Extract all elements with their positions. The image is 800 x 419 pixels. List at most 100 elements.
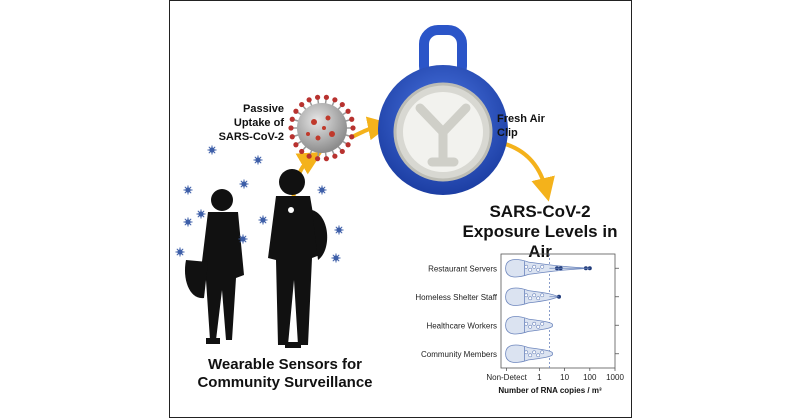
virus-particle-icon [258,215,268,225]
non-detect-point [536,353,541,358]
label-exposure-line-1: SARS-CoV-2 [489,202,591,221]
fresh-air-clip-icon [378,25,508,195]
category-label: Restaurant Servers [428,264,497,273]
virus-particle-icon [317,185,327,195]
sensor-dot [288,207,294,213]
virus-spike-tip [332,153,338,159]
people-silhouette-icon [184,169,328,348]
non-detect-point [532,264,537,269]
non-detect-point [524,264,529,269]
non-detect-point [540,321,545,326]
virus-spike-tip [299,148,305,155]
virus-particle-icon [183,185,193,195]
virus-spike-tip [339,148,345,155]
label-fresh-air-clip: Fresh Air Clip [497,112,577,140]
label-passive-uptake: Passive Uptake of SARS-CoV-2 [204,102,284,144]
x-tick-label: 1 [537,373,542,382]
non-detect-point [540,293,545,298]
non-detect-point [532,350,537,355]
virus-spike-tip [293,108,299,114]
virus-particle-icon [334,225,344,235]
virus-particle-core [241,181,247,187]
virus-spike-tip [349,134,355,140]
non-detect-point [536,324,541,329]
virus-particle-core [336,227,342,233]
label-wearable-line-2: Community Surveillance [197,374,373,391]
x-tick-label: 100 [583,373,597,382]
non-detect-point [540,350,545,355]
non-detect-point [528,353,533,358]
non-detect-point [528,324,533,329]
non-detect-point [528,267,533,272]
category-label: Community Members [421,350,497,359]
virus-particle-core [209,147,215,153]
virus-spike-tip [314,94,321,100]
chart-plot-area [500,253,616,369]
detected-point [556,294,561,299]
virus-particle-icon [238,234,248,244]
virus-spike-tip [339,101,345,108]
virus-spike-tip [349,116,355,122]
figure-frame [169,0,632,418]
non-detect-point [524,293,529,298]
non-detect-point [536,296,541,301]
virus-particle-core [260,217,266,223]
virus-particle-icon [331,253,341,263]
label-passive-line-2: Uptake of [233,117,284,129]
non-detect-point [532,321,537,326]
arrow-clip-to-exposure [497,140,555,202]
label-fresh-line-2: Clip [497,127,518,139]
label-exposure-line-2: Exposure Levels in Air [462,222,618,261]
virus-spike-tip [323,156,330,162]
virus-particle-core [185,187,191,193]
non-detect-point [524,321,529,326]
non-detect-point [528,296,533,301]
virus-spike-tip [332,97,338,103]
label-wearable-line-1: Wearable Sensors for [208,356,362,373]
label-passive-line-3: SARS-CoV-2 [218,131,284,143]
coronavirus-icon [288,94,356,162]
label-wearable-sensors: Wearable Sensors for Community Surveilla… [170,356,400,392]
virus-spike-tip [345,142,351,148]
label-fresh-line-1: Fresh Air [497,113,545,125]
virus-particle-icon [175,247,185,257]
virus-particle-core [333,255,339,261]
virus-spike-tip [314,156,321,162]
non-detect-point [536,267,541,272]
label-exposure-title: SARS-CoV-2 Exposure Levels in Air [455,202,625,262]
virus-particle-icon [239,179,249,189]
virus-particle-icon [207,145,217,155]
virus-spike-tip [293,142,299,148]
violin-shape [505,316,553,335]
virus-spike-tip [289,116,295,122]
violin-shape [505,344,553,363]
virus-spike-tip [289,134,295,140]
virus-spike-tip [306,153,312,159]
non-detect-point [540,264,545,269]
virus-particle-core [240,236,246,242]
virus-particle-core [319,187,325,193]
virus-spike-tip [350,125,356,131]
virus-particle-icon [196,209,206,219]
virus-spike-tip [288,125,294,131]
virus-spike-tip [299,101,305,108]
x-tick-label: Non-Detect [486,373,527,382]
virus-spike-tip [345,108,351,114]
virus-spike-tip [323,94,330,100]
virus-particle-core [185,219,191,225]
virus-spike-tip [306,97,312,103]
x-tick-label: 10 [560,373,569,382]
non-detect-point [524,350,529,355]
label-passive-line-1: Passive [243,103,284,115]
category-label: Healthcare Workers [426,321,497,330]
virus-particle-icon [183,217,193,227]
virus-particles [175,145,344,263]
category-label: Homeless Shelter Staff [415,293,497,302]
x-axis-title: Number of RNA copies / m³ [498,386,602,395]
x-tick-label: 1000 [606,373,624,382]
non-detect-point [532,293,537,298]
virus-particle-core [255,157,261,163]
